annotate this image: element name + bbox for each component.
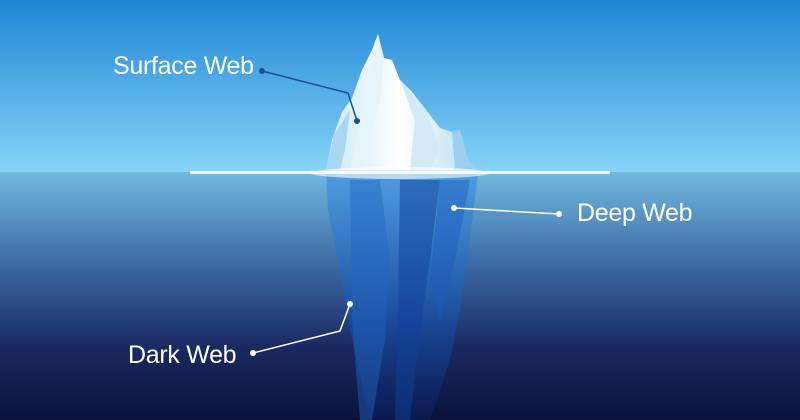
dark-web-label: Dark Web [128,341,237,369]
dark-web-connector [250,301,353,356]
deep-web-connector [451,205,562,217]
iceberg-surface [326,34,476,170]
surface-web-label: Surface Web [113,52,254,80]
surface-web-connector [259,68,360,124]
iceberg-underwater [326,174,478,420]
deep-web-label: Deep Web [577,199,693,227]
